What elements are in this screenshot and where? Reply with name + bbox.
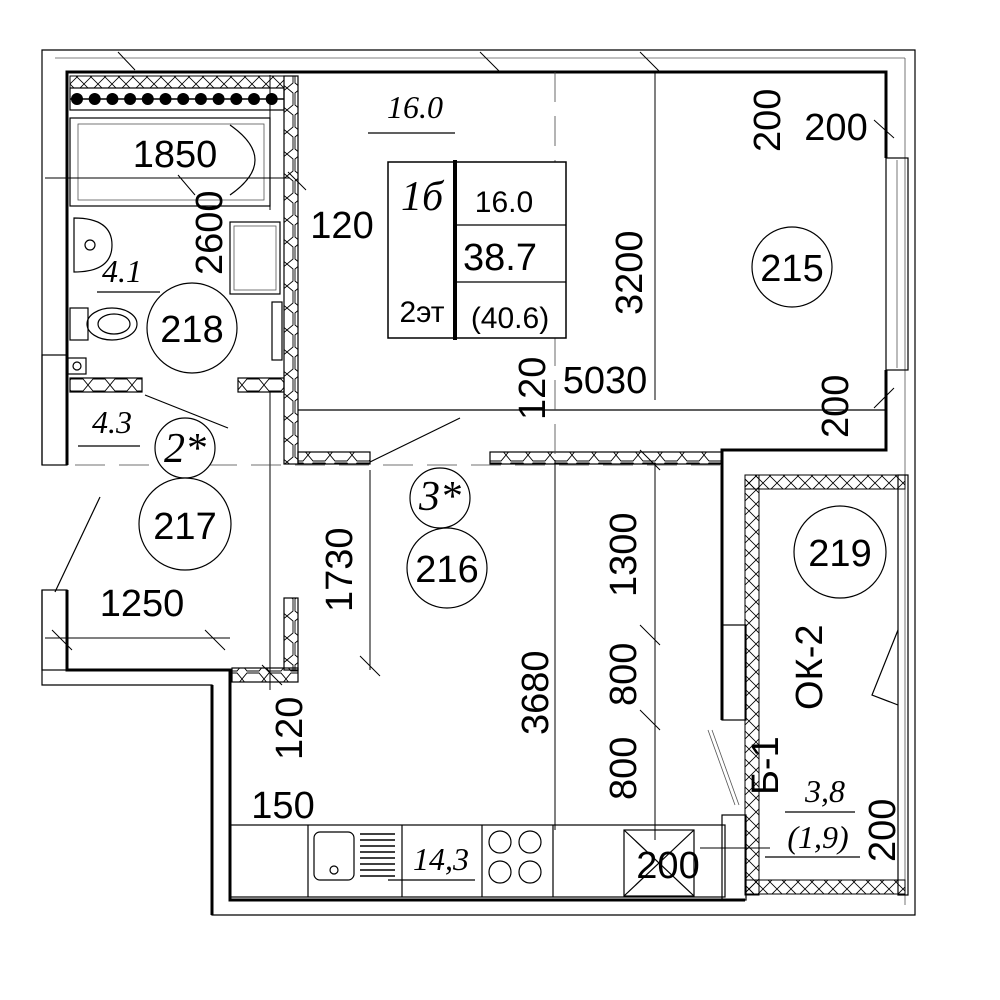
wall-stub-left-lower <box>41 589 68 671</box>
dim-bath-height: 2600 <box>189 190 231 275</box>
room-218-marker: 218 <box>146 282 238 374</box>
dim-kitchen-wall: 120 <box>269 697 311 760</box>
bathroom-fixtures <box>67 75 285 375</box>
window-label: ОК-2 <box>789 625 831 710</box>
drain-icon <box>67 357 87 375</box>
room-216-tag: 3* <box>418 474 461 520</box>
room-219-marker: 219 <box>793 505 887 599</box>
dim-kitchen-seg-1300: 1300 <box>603 512 645 597</box>
toilet-icon <box>69 307 138 341</box>
dim-hall-width: 1250 <box>100 583 185 625</box>
wall-stub-left <box>41 354 68 466</box>
room-219-area-reduced: (1,9) <box>787 819 848 855</box>
room-219-id: 219 <box>808 533 871 575</box>
dim-hall-height: 1730 <box>319 527 361 612</box>
dim-living-width: 5030 <box>563 360 648 402</box>
sink-icon <box>73 217 113 273</box>
dim-kitchen-offset: 150 <box>251 785 314 827</box>
dim-bath-length: 1850 <box>133 134 218 176</box>
dim-kitchen-height: 3680 <box>515 650 557 735</box>
kitchen-sink-icon <box>313 831 395 881</box>
dim-window-top-h: 200 <box>804 107 867 149</box>
dim-kitchen-seg-800a: 800 <box>603 643 645 706</box>
dim-window-bottom: 200 <box>815 375 857 438</box>
dim-bath-wall: 120 <box>310 205 373 247</box>
apartment-summary-table: 1б 2эт 16.0 38.7 (40.6) <box>387 160 567 340</box>
ventilation-shaft-icon <box>623 829 695 897</box>
room-216-marker: 3* 216 <box>406 467 488 609</box>
dim-living-height: 3200 <box>609 230 651 315</box>
room-217-id: 217 <box>153 506 216 548</box>
stove-icon <box>488 830 542 884</box>
balcony-door-label: Б-1 <box>745 736 787 795</box>
dimension-lines <box>45 51 895 849</box>
towel-rail-icon <box>271 301 283 361</box>
dim-window-top-v: 200 <box>747 89 789 152</box>
dimension-texts: 1850 2600 120 3200 5030 120 200 200 200 … <box>100 89 904 887</box>
room-219-area: 3,8 <box>804 773 845 809</box>
dim-kitchen-bottom: 200 <box>636 845 699 887</box>
room-215-id: 215 <box>760 248 823 290</box>
total-area-with-balcony-value: (40.6) <box>471 302 549 335</box>
balcony <box>707 157 909 901</box>
dim-partition: 120 <box>512 357 554 420</box>
room-217-tag: 2* <box>164 426 206 472</box>
room-215-marker: 215 <box>751 226 833 308</box>
window-icon <box>885 157 909 371</box>
dim-kitchen-seg-800b: 800 <box>603 737 645 800</box>
total-area-value: 38.7 <box>463 237 537 279</box>
room-218-id: 218 <box>160 309 223 351</box>
room-217-marker: 2* 217 <box>138 417 232 571</box>
living-area-value: 16.0 <box>475 186 533 219</box>
room-216-id: 216 <box>415 549 478 591</box>
dim-balcony-offset: 200 <box>862 799 904 862</box>
balcony-door-icon <box>721 624 747 721</box>
floor-label: 2эт <box>399 296 444 329</box>
room-217-area: 4.3 <box>92 404 132 440</box>
radiator-icon <box>70 93 284 105</box>
washing-machine-icon <box>229 221 281 295</box>
room-216-area: 14,3 <box>413 841 469 877</box>
room-218-area: 4.1 <box>102 253 142 289</box>
room-labels: 215 3* 216 2* 217 218 219 16.0 14,3 4.3 <box>78 89 887 881</box>
unit-label: 1б <box>401 174 445 220</box>
kitchen-counter <box>229 824 726 898</box>
room-215-area: 16.0 <box>387 89 443 125</box>
partitions <box>69 75 886 683</box>
